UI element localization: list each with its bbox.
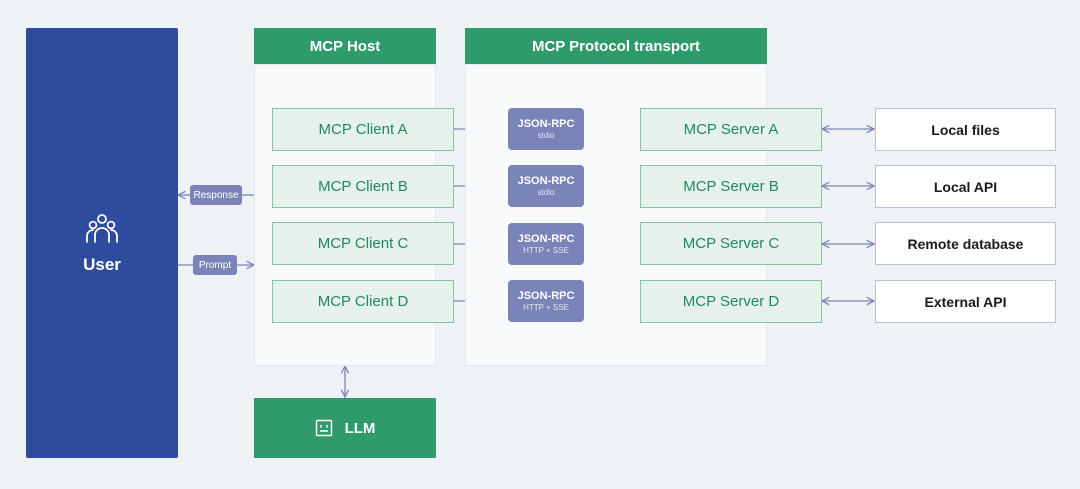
resource-external-api: External API	[875, 280, 1056, 323]
transport-header: MCP Protocol transport	[465, 28, 767, 64]
mcp-server-b: MCP Server B	[640, 165, 822, 208]
protocol-label: JSON-RPC	[517, 233, 575, 246]
user-panel: User	[26, 28, 178, 458]
protocol-label: JSON-RPC	[517, 118, 575, 131]
robot-face-icon	[315, 419, 332, 437]
resource-local-api: Local API	[875, 165, 1056, 208]
users-icon	[86, 214, 118, 243]
prompt-badge: Prompt	[193, 255, 237, 275]
protocol-label: JSON-RPC	[517, 175, 575, 188]
protocol-transport: stdio	[537, 130, 555, 140]
protocol-badge-b: JSON-RPC stdio	[508, 165, 584, 207]
response-badge: Response	[190, 185, 242, 205]
llm-box: LLM	[254, 398, 436, 458]
mcp-client-b: MCP Client B	[272, 165, 454, 208]
mcp-host-header: MCP Host	[254, 28, 436, 64]
resource-local-files: Local files	[875, 108, 1056, 151]
protocol-badge-d: JSON-RPC HTTP + SSE	[508, 280, 584, 322]
mcp-server-d: MCP Server D	[640, 280, 822, 323]
mcp-client-a: MCP Client A	[272, 108, 454, 151]
resource-remote-database: Remote database	[875, 222, 1056, 265]
mcp-client-c: MCP Client C	[272, 222, 454, 265]
protocol-transport: stdio	[537, 187, 555, 197]
llm-label: LLM	[344, 419, 376, 437]
mcp-server-a: MCP Server A	[640, 108, 822, 151]
protocol-badge-a: JSON-RPC stdio	[508, 108, 584, 150]
mcp-server-c: MCP Server C	[640, 222, 822, 265]
protocol-transport: HTTP + SSE	[523, 245, 569, 255]
mcp-client-d: MCP Client D	[272, 280, 454, 323]
protocol-badge-c: JSON-RPC HTTP + SSE	[508, 223, 584, 265]
user-label: User	[83, 255, 121, 274]
protocol-transport: HTTP + SSE	[523, 302, 569, 312]
protocol-label: JSON-RPC	[517, 290, 575, 303]
